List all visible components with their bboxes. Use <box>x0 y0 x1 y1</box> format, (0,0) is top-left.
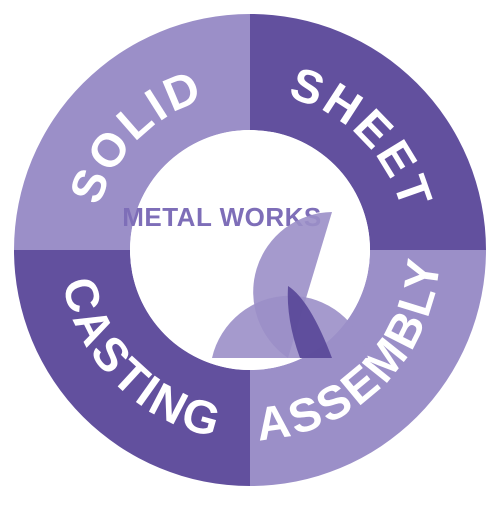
petal-logo-icon <box>212 212 368 358</box>
ring-segment-solid <box>14 14 250 250</box>
ring-segment-assembly <box>250 250 486 486</box>
ring-segment-sheet <box>250 14 486 250</box>
ring-segment-casting <box>14 250 250 486</box>
petal-overlap <box>287 286 332 358</box>
petal-bottom <box>212 295 368 358</box>
